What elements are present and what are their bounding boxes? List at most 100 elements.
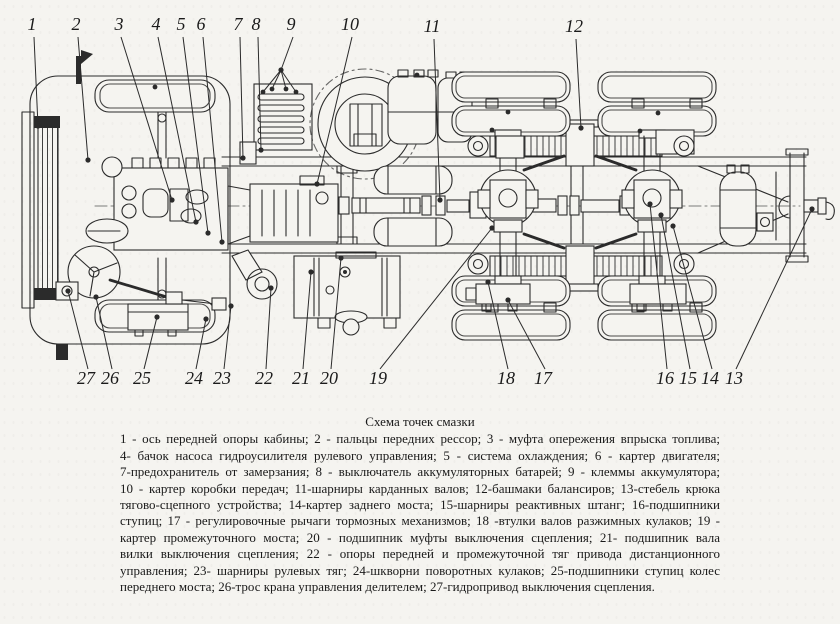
- engine: [101, 156, 251, 251]
- callout-line-27: [67, 290, 89, 370]
- callout-line-14: [672, 225, 713, 370]
- callout-dot-15: [658, 212, 664, 218]
- callout-fan-dot-9: [269, 86, 275, 92]
- lube-point-dot: [414, 72, 420, 78]
- callout-number-26: 26: [101, 368, 119, 388]
- callout-line-7: [239, 36, 244, 159]
- callout-line-21: [302, 271, 312, 370]
- callout-fan-line-9: [280, 69, 297, 93]
- callout-number-22: 22: [255, 368, 273, 388]
- callout-number-16: 16: [656, 368, 674, 388]
- callout-line-15: [660, 214, 691, 370]
- callout-dot-10: [314, 181, 320, 187]
- callout-line-18: [487, 281, 509, 370]
- callout-dot-20: [338, 255, 344, 261]
- callout-number-14: 14: [701, 368, 719, 388]
- callout-number-27: 27: [77, 368, 96, 388]
- air-reservoirs: [373, 164, 774, 247]
- callout-line-8: [257, 36, 262, 151]
- legend-line-6: ступиц; 17 - регулировочные рычаги тормо…: [120, 513, 720, 529]
- callout-fan-dot-9: [293, 89, 299, 95]
- callout-line-13: [735, 208, 813, 370]
- battery-box: [239, 83, 313, 165]
- callout-line-24: [195, 318, 207, 370]
- callout-fan-dot-9: [283, 86, 289, 92]
- callout-line-23: [223, 305, 232, 370]
- callout-dot-19: [489, 225, 495, 231]
- cab-outline: [21, 50, 231, 360]
- callout-line-22: [265, 287, 272, 370]
- torque-rods: [522, 154, 638, 250]
- callout-line-2: [77, 36, 89, 161]
- lube-point-dot: [655, 110, 661, 116]
- legend: Схема точек смазки 1 - ось передней опор…: [120, 414, 720, 595]
- callout-dot-26: [93, 294, 99, 300]
- callout-number-3: 3: [114, 14, 124, 34]
- callout-dot-8: [258, 147, 264, 153]
- callout-line-12: [575, 38, 582, 129]
- callout-number-10: 10: [341, 14, 359, 34]
- callout-line-9: [280, 36, 294, 71]
- diagram-title: Схема точек смазки: [365, 414, 475, 429]
- callout-number-18: 18: [497, 368, 515, 388]
- chassis-plan-diagram: 1234567891011122726252423222120191817161…: [21, 14, 835, 388]
- callout-line-5: [182, 36, 209, 234]
- legend-line-8: вилки выключения сцепления; 22 - опоры п…: [120, 546, 720, 562]
- tow-hook: [778, 195, 835, 220]
- callout-line-16: [649, 203, 668, 370]
- callout-number-2: 2: [72, 14, 81, 34]
- callout-number-5: 5: [177, 14, 186, 34]
- callout-number-17: 17: [534, 368, 553, 388]
- lube-point-dot: [505, 109, 511, 115]
- lube-point-dot: [152, 84, 158, 90]
- legend-line-5: тягово-сцепного устройства; 14-картер за…: [120, 497, 720, 513]
- legend-line-3: 7-предохранитель от замерзания; 8 - выкл…: [120, 464, 720, 480]
- callout-dot-17: [505, 297, 511, 303]
- fuel-filler-cap: [342, 318, 360, 336]
- callout-number-6: 6: [197, 14, 206, 34]
- middle-axle: [465, 129, 539, 312]
- front-axle: [157, 111, 167, 301]
- callout-line-6: [202, 36, 223, 243]
- fuel-tank: [293, 251, 401, 336]
- callout-dot-18: [485, 279, 491, 285]
- callout-dot-13: [809, 206, 815, 212]
- balancer-trunnion-bottom: [565, 245, 595, 289]
- callout-dot-21: [308, 269, 314, 275]
- callout-line-4: [157, 36, 197, 223]
- clutch-cylinder: [231, 249, 263, 281]
- callout-dot-1: [35, 123, 41, 129]
- callout-dot-12: [578, 125, 584, 131]
- lube-point-dot: [637, 128, 643, 134]
- callout-number-24: 24: [185, 368, 203, 388]
- callout-dot-3: [169, 197, 175, 203]
- callout-dot-24: [203, 316, 209, 322]
- legend-line-7: картер промежуточного моста; 20 - подшип…: [120, 529, 720, 545]
- callout-dot-22: [268, 285, 274, 291]
- callout-line-19: [379, 227, 493, 370]
- legend-line-10: переднего моста; 26-трос крана управлени…: [120, 579, 655, 595]
- balancer-springs: [489, 119, 663, 292]
- callout-line-10: [316, 36, 353, 185]
- bell-housing: [227, 185, 251, 245]
- gearbox: [231, 175, 350, 300]
- callout-line-25: [143, 316, 158, 370]
- callout-number-13: 13: [725, 368, 743, 388]
- callout-number-11: 11: [424, 16, 441, 36]
- callout-dot-23: [228, 303, 234, 309]
- balancer-trunnion-top: [565, 123, 595, 167]
- callout-number-20: 20: [320, 368, 338, 388]
- callout-line-26: [95, 296, 113, 370]
- rear-axle: [621, 129, 695, 312]
- callout-line-1: [33, 36, 39, 127]
- callout-fan-line-9: [280, 69, 287, 90]
- callout-dot-4: [193, 219, 199, 225]
- callout-number-25: 25: [133, 368, 151, 388]
- cab-step-bracket: [56, 344, 68, 360]
- callout-number-9: 9: [287, 14, 296, 34]
- callout-line-3: [120, 36, 173, 201]
- callout-number-21: 21: [292, 368, 310, 388]
- callout-line-17: [507, 299, 546, 370]
- callout-number-1: 1: [28, 14, 37, 34]
